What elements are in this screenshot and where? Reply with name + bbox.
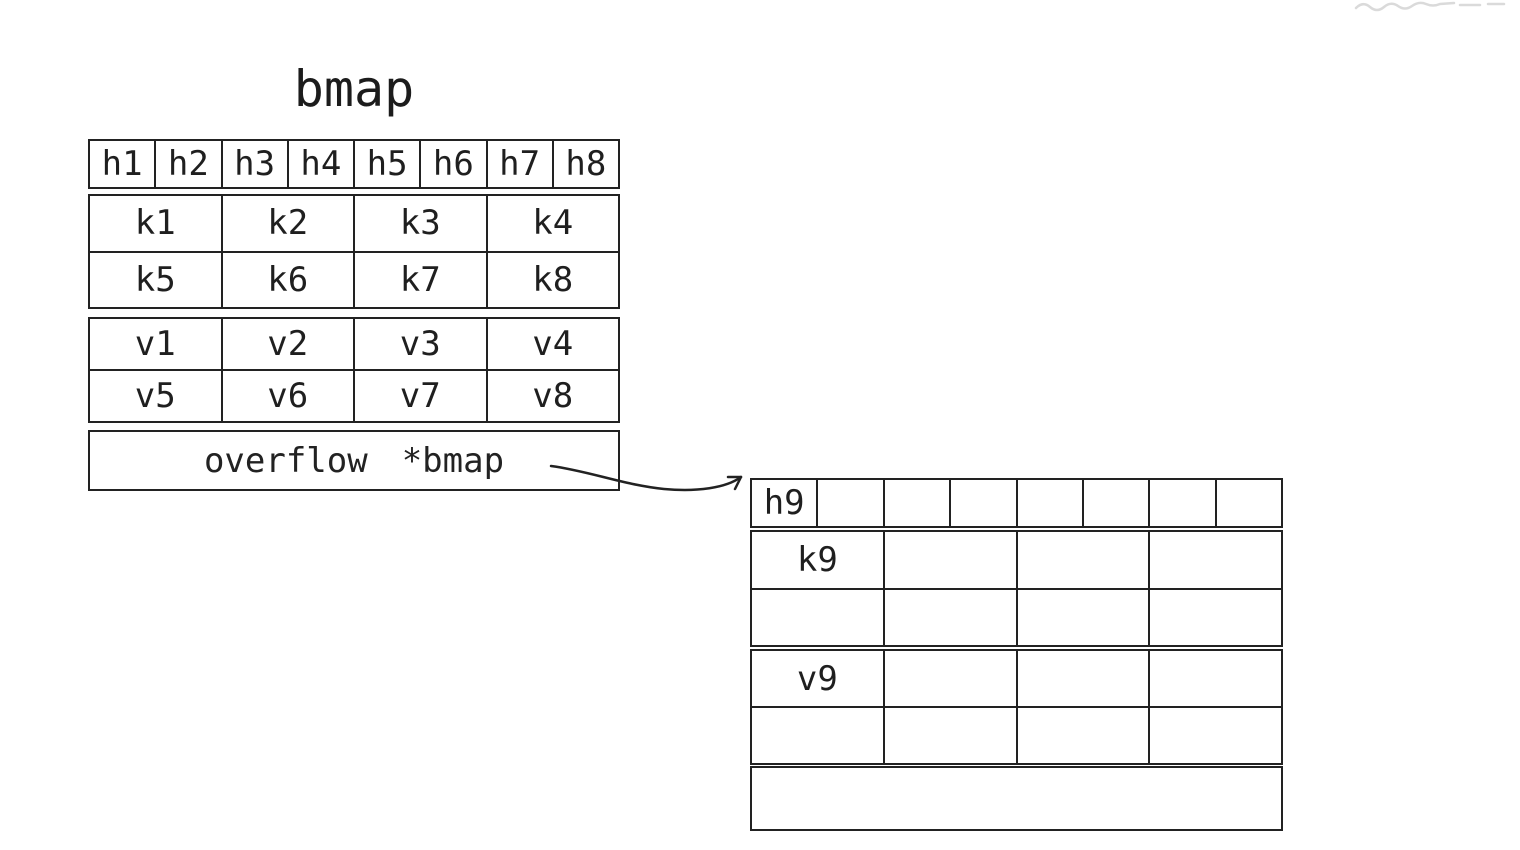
overflow-pointer-value: *bmap bbox=[401, 440, 505, 481]
key-cell-k1: k1 bbox=[134, 203, 176, 244]
key-cell-empty bbox=[1015, 532, 1149, 588]
value-cell-empty bbox=[1148, 651, 1281, 706]
main-values-block: v1 v2 v3 v4 v5 v6 v7 v8 bbox=[88, 317, 620, 423]
hash-cell-h3: h3 bbox=[220, 141, 287, 187]
main-header-row: h1 h2 h3 h4 h5 h6 h7 h8 bbox=[88, 139, 620, 189]
hash-cell-empty bbox=[882, 480, 949, 526]
hash-cell-empty bbox=[1148, 480, 1214, 526]
key-cell-empty bbox=[1148, 589, 1281, 645]
main-overflow-row: overflow *bmap bbox=[88, 430, 620, 491]
overflow-overflow-row bbox=[750, 766, 1283, 831]
hash-cell-h6: h6 bbox=[419, 141, 485, 187]
value-cell-empty bbox=[1015, 708, 1149, 763]
key-cell-k4: k4 bbox=[485, 196, 619, 251]
keys-row-2 bbox=[752, 587, 1281, 646]
hash-cell-h8: h8 bbox=[551, 141, 618, 187]
hash-cell-empty bbox=[1214, 480, 1281, 526]
faint-scribble-mark bbox=[1354, 1, 1506, 12]
key-cell-empty bbox=[1148, 532, 1281, 588]
value-cell-v6: v6 bbox=[220, 371, 354, 421]
hash-cell-h7: h7 bbox=[485, 141, 552, 187]
key-cell-k6: k6 bbox=[220, 252, 354, 307]
key-cell-empty bbox=[752, 590, 883, 646]
overflow-keys-block: k9 bbox=[750, 530, 1283, 647]
value-cell-v9: v9 bbox=[796, 658, 838, 699]
value-cell-empty bbox=[752, 708, 883, 763]
hash-cell-empty bbox=[1081, 480, 1148, 526]
hash-cell-empty bbox=[816, 480, 882, 526]
values-row-1: v1 v2 v3 v4 bbox=[90, 319, 618, 369]
hash-cell-h2: h2 bbox=[154, 141, 220, 187]
value-cell-empty bbox=[882, 651, 1016, 706]
overflow-arrow-icon bbox=[549, 464, 743, 492]
key-cell-k8: k8 bbox=[485, 252, 619, 307]
value-cell-v1: v1 bbox=[134, 324, 176, 364]
keys-row-1: k9 bbox=[752, 532, 1281, 588]
hash-cell-h9: h9 bbox=[763, 483, 805, 523]
hash-cell-empty bbox=[1015, 480, 1082, 526]
overflow-values-block: v9 bbox=[750, 649, 1283, 765]
value-cell-v3: v3 bbox=[353, 319, 486, 369]
hash-cell-h1: h1 bbox=[101, 144, 143, 184]
value-cell-empty bbox=[1148, 708, 1281, 763]
values-row-2 bbox=[752, 706, 1281, 763]
value-cell-v5: v5 bbox=[134, 376, 176, 416]
values-row-1: v9 bbox=[752, 651, 1281, 706]
values-row-2: v5 v6 v7 v8 bbox=[90, 369, 618, 421]
main-bucket-table: h1 h2 h3 h4 h5 h6 h7 h8 k1 k2 k3 k4 k5 k… bbox=[88, 139, 620, 491]
keys-row-1: k1 k2 k3 k4 bbox=[90, 196, 618, 251]
overflow-label: overflow bbox=[203, 440, 368, 481]
key-cell-k3: k3 bbox=[353, 196, 486, 251]
main-table-title: bmap bbox=[293, 60, 415, 118]
value-cell-empty bbox=[882, 708, 1016, 763]
value-cell-v7: v7 bbox=[353, 371, 486, 421]
value-cell-empty bbox=[1015, 651, 1149, 706]
key-cell-empty bbox=[1015, 589, 1149, 645]
key-cell-k2: k2 bbox=[220, 196, 354, 251]
overflow-header-row: h9 bbox=[750, 478, 1283, 528]
hash-cell-h4: h4 bbox=[286, 141, 353, 187]
key-cell-empty bbox=[882, 589, 1016, 645]
value-cell-v8: v8 bbox=[485, 371, 619, 421]
key-cell-k9: k9 bbox=[796, 539, 838, 580]
hash-cell-h5: h5 bbox=[353, 141, 419, 187]
key-cell-k7: k7 bbox=[353, 252, 486, 307]
main-keys-block: k1 k2 k3 k4 k5 k6 k7 k8 bbox=[88, 194, 620, 309]
value-cell-v4: v4 bbox=[485, 319, 619, 369]
key-cell-k5: k5 bbox=[134, 259, 176, 300]
keys-row-2: k5 k6 k7 k8 bbox=[90, 250, 619, 307]
key-cell-empty bbox=[882, 532, 1016, 588]
overflow-bucket-table: h9 k9 v9 bbox=[750, 478, 1283, 831]
value-cell-v2: v2 bbox=[220, 319, 354, 369]
hash-cell-empty bbox=[949, 480, 1015, 526]
